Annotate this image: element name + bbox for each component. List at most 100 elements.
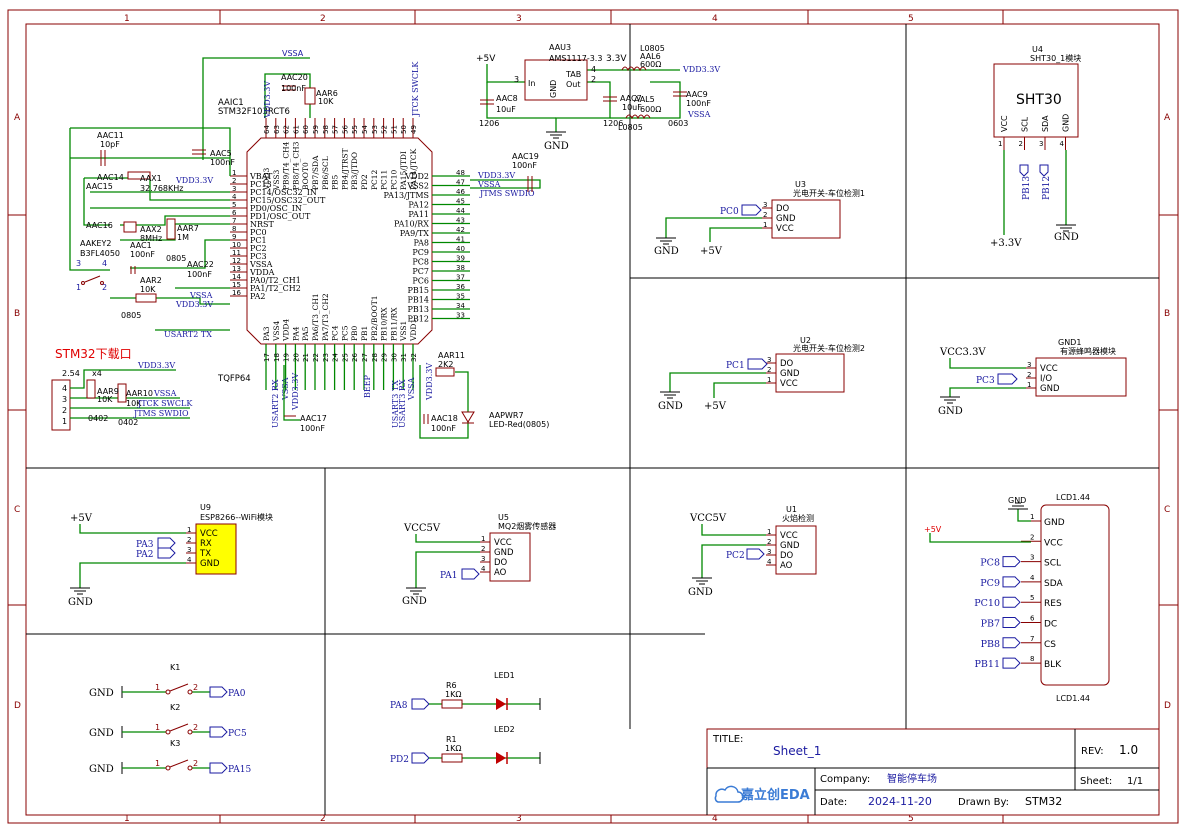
mcu-pin-number: 23 bbox=[322, 353, 330, 362]
mcu-pin-name: VBAT bbox=[249, 172, 273, 181]
aax1-value: 32.768KHz bbox=[140, 184, 183, 193]
ldo-ref: AAU3 bbox=[549, 43, 571, 52]
lcd-net-port bbox=[1002, 617, 1021, 628]
u3-vcc: +5V bbox=[700, 246, 723, 257]
mcu-pin-number: 48 bbox=[456, 169, 465, 177]
u3-pin-number: 3 bbox=[763, 201, 767, 209]
led-ref: LED1 bbox=[494, 671, 515, 680]
mcu-pin-number: 33 bbox=[456, 312, 465, 320]
mq2-port: PA1 bbox=[440, 571, 457, 581]
aac5-ref: AAC5 bbox=[210, 149, 232, 158]
key-ref: K2 bbox=[170, 703, 180, 712]
ldo-3v3: 3.3V bbox=[606, 54, 627, 64]
title-block: TITLE: Sheet_1 REV: 1.0 Company: 智能停车场 S… bbox=[706, 728, 1160, 816]
mcu-pin-number: 27 bbox=[361, 353, 369, 362]
mcu-pin-number: 15 bbox=[232, 281, 241, 289]
esp-pin-name: VCC bbox=[200, 529, 218, 539]
col-label-4: 4 bbox=[712, 14, 718, 24]
aac9-ref: AAC9 bbox=[686, 90, 708, 99]
mcu-pin-number: 18 bbox=[273, 353, 281, 362]
u3-ref: U3 bbox=[795, 180, 806, 189]
aal6-value: 600Ω bbox=[640, 60, 661, 69]
led-port bbox=[411, 698, 430, 710]
mcu-pin-number: 57 bbox=[332, 125, 340, 134]
key-gnd: GND bbox=[89, 728, 114, 739]
mcu-pin-number: 63 bbox=[273, 125, 281, 134]
aac7-ref: AAC7 bbox=[620, 94, 642, 103]
key-lever bbox=[169, 759, 189, 768]
mcu-pin-name: PB5 bbox=[331, 174, 340, 190]
ldo-pin4: 4 bbox=[591, 65, 596, 74]
lcd-net-port bbox=[1002, 657, 1021, 669]
mcu-pin-name: PB2/BOOT1 bbox=[370, 295, 379, 341]
mcu-pin-number: 45 bbox=[456, 198, 465, 206]
aac1-value: 100nF bbox=[130, 250, 155, 259]
esp-pin-name: GND bbox=[200, 559, 220, 569]
mcu-pin-number: 25 bbox=[341, 353, 349, 362]
aac14-ref: AAC14 bbox=[97, 173, 124, 182]
aar11-value: 2K2 bbox=[438, 360, 453, 369]
ldo-regulator[interactable]: +5V AAU3 AMS1117-3.3 3.3V In GND TAB Out… bbox=[476, 43, 720, 152]
lcd-module[interactable]: LCD1.44 1GND2VCC3SCLPC84SDAPC95RESPC106D… bbox=[924, 493, 1110, 703]
row-label-d-right: D bbox=[1164, 701, 1171, 711]
aar10-ref: AAR10 bbox=[126, 389, 153, 398]
mcu-pin-number: 8 bbox=[232, 225, 236, 233]
sht30-pin-number: 4 bbox=[1060, 140, 1065, 148]
debug-header-count: x4 bbox=[92, 369, 102, 378]
mcu-pin-name: PC9 bbox=[412, 248, 429, 257]
mcu-pin-name: VDD2 bbox=[404, 172, 429, 181]
led-diode bbox=[496, 698, 506, 710]
lcd-pin-name: SDA bbox=[1044, 579, 1063, 589]
mcu-pin-number: 31 bbox=[400, 353, 408, 362]
key-pin-2: 2 bbox=[102, 283, 107, 292]
key-port-label: PC5 bbox=[228, 729, 247, 739]
aax2-value: 8MHz bbox=[140, 234, 162, 243]
mcu-pin-number: 12 bbox=[232, 257, 241, 265]
sht30-pin-number: 1 bbox=[998, 140, 1002, 148]
net-usart2-tx: USART2 TX bbox=[164, 330, 212, 339]
mcu-pin-name: PA9/TX bbox=[400, 229, 430, 238]
buzzer-pin-name: VCC bbox=[1040, 364, 1058, 374]
mcu-pin-number: 6 bbox=[232, 209, 237, 217]
key-gnd: GND bbox=[89, 688, 114, 699]
ldo-out: Out bbox=[566, 80, 581, 89]
aac16-ref: AAC16 bbox=[86, 221, 113, 230]
mcu-pin-name: PA12 bbox=[408, 201, 429, 210]
lcd-net-label: PC9 bbox=[980, 578, 1000, 589]
debug-vssa: VSSA bbox=[153, 389, 177, 398]
lcd-pin-number: 3 bbox=[1030, 554, 1034, 562]
mq2-pin-number: 2 bbox=[481, 545, 485, 553]
mcu-pin-name: PC10 bbox=[389, 169, 398, 190]
lcd-pin-name: RES bbox=[1044, 599, 1062, 609]
buzzer-pin-name: GND bbox=[1040, 384, 1060, 394]
led-port-label: PD2 bbox=[390, 755, 409, 765]
lcd-pin-name: SCL bbox=[1044, 559, 1061, 569]
aac8-package: 1206 bbox=[479, 119, 499, 128]
row-label-d: D bbox=[14, 701, 21, 711]
key-port bbox=[209, 762, 228, 774]
ldo-in: In bbox=[528, 79, 535, 88]
aac8-ref: AAC8 bbox=[496, 94, 518, 103]
row-label-b-right: B bbox=[1164, 309, 1170, 319]
aac22-value: 100nF bbox=[187, 270, 212, 279]
mcu-pin-number: 62 bbox=[283, 125, 291, 134]
mcu-part: STM32F103RCT6 bbox=[218, 107, 290, 117]
key-contact bbox=[165, 689, 171, 695]
mcu-pin-number: 64 bbox=[263, 125, 271, 134]
u3-name: 光电开关-车位检测1 bbox=[793, 188, 865, 198]
lcd-net-port bbox=[1002, 596, 1021, 608]
lcd-net-port bbox=[1002, 556, 1021, 568]
mcu-pin-name: PB4/JTRST bbox=[340, 148, 349, 190]
logo-icon bbox=[714, 785, 744, 803]
debug-pitch: 2.54 bbox=[62, 369, 80, 378]
buzzer-pin-number: 3 bbox=[1027, 361, 1031, 369]
mcu-pin-name: VSSA bbox=[249, 260, 273, 269]
